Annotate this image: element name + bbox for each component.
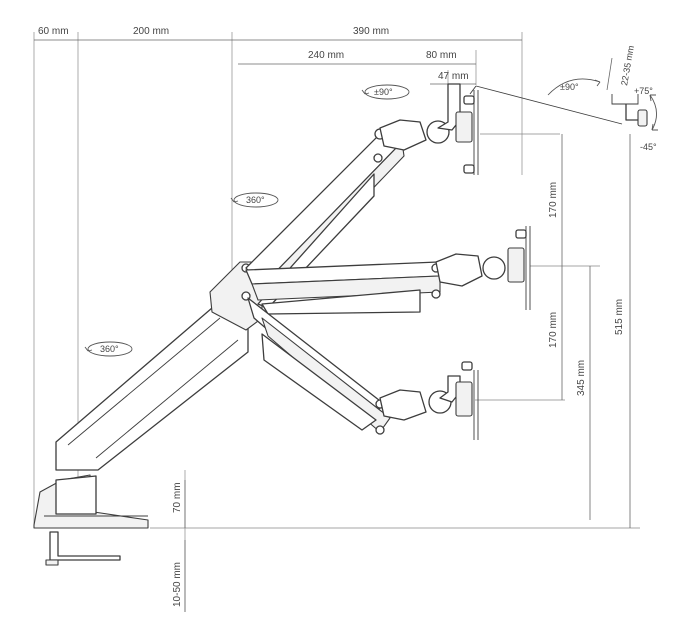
dim-rise-upper: 170 mm [548,182,559,218]
rotation-indicator-base [84,341,133,357]
rot-forearm: 360° [246,195,265,205]
dim-rise-lower: 170 mm [548,312,559,348]
desk-clamp-base [33,474,149,566]
right-dimension-lines [561,134,631,528]
dim-head-offset: 47 mm [438,71,469,82]
rot-base: 360° [100,344,119,354]
monitor-head-upper [379,83,479,175]
tilt-detail [469,57,658,131]
dim-height-total: 515 mm [614,299,625,335]
forearm-lower [247,297,391,435]
dim-forearm-length: 240 mm [308,50,344,61]
rot-swivel-head: ±90° [374,87,393,97]
dim-base-depth: 60 mm [38,26,69,37]
monitor-head-middle [435,226,531,310]
rot-tilt-up: +75° [634,86,653,96]
rotation-indicator-head [361,84,410,100]
rot-swivel-plate: ±90° [560,82,579,92]
forearm-middle [245,261,441,315]
rotation-indicator-forearm [230,192,279,208]
dim-base-height: 70 mm [172,482,183,513]
dim-head-length: 80 mm [426,50,457,61]
dim-arm-reach: 390 mm [353,26,389,37]
dim-clamp-range: 10-50 mm [172,562,183,607]
dim-pole-offset: 200 mm [133,26,169,37]
monitor-head-lower [379,361,479,440]
lower-arm [55,307,249,471]
dim-height-middle: 345 mm [576,360,587,396]
rot-tilt-down: -45° [640,142,657,152]
dim-vesa-thickness: 22-35 mm [619,45,636,87]
